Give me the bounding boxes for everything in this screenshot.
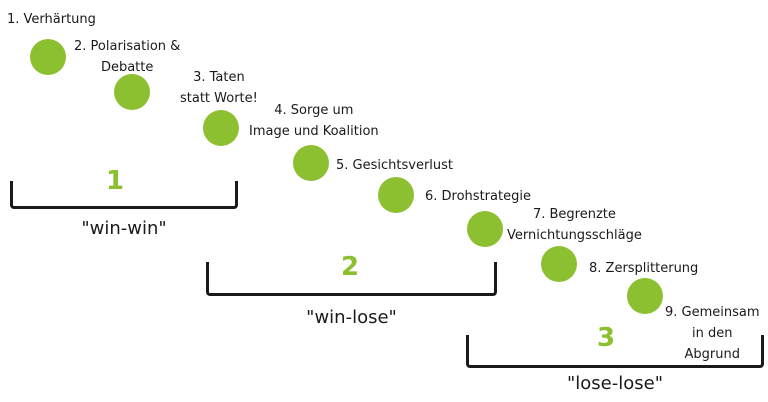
phase-2-number: 2 xyxy=(340,252,360,282)
stage-2-label-text: 2. Polarisation & Debatte xyxy=(74,36,180,78)
stage-8-dot xyxy=(627,278,663,314)
label-line: Abgrund xyxy=(684,347,740,362)
phase-1-bracket xyxy=(10,181,238,209)
stage-1-dot xyxy=(30,39,66,75)
stage-3-label: 3. Taten statt Worte! xyxy=(180,67,258,109)
phase-1-number: 1 xyxy=(105,166,125,196)
stage-2-label: 2. Polarisation & Debatte xyxy=(74,36,180,78)
label-line: Image und Koalition xyxy=(249,124,379,139)
stage-2-dot xyxy=(114,74,150,110)
label-line: 2. Polarisation & xyxy=(74,39,181,54)
stage-4-dot xyxy=(293,145,329,181)
stage-5-dot xyxy=(378,177,414,213)
phase-3-bracket xyxy=(466,335,764,368)
stage-6-label: 6. Drohstrategie xyxy=(425,189,531,204)
phase-2-bracket xyxy=(206,262,497,296)
label-line: in den xyxy=(692,326,733,341)
stage-8-label: 8. Zersplitterung xyxy=(589,261,699,276)
stage-1-label: 1. Verhärtung xyxy=(7,12,96,27)
phase-3-label: "lose-lose" xyxy=(567,373,663,394)
label-line: 4. Sorge um xyxy=(274,103,354,118)
stage-3-label-text: 3. Taten statt Worte! xyxy=(180,67,258,109)
label-line: 3. Taten xyxy=(193,70,245,85)
phase-3-number: 3 xyxy=(596,323,616,353)
label-line: Vernichtungsschläge xyxy=(507,228,642,243)
stage-6-dot xyxy=(467,211,503,247)
stage-5-label: 5. Gesichtsverlust xyxy=(336,158,454,173)
label-line: 7. Begrenzte xyxy=(532,207,616,222)
label-line: Debatte xyxy=(100,60,154,75)
stage-4-label-text: 4. Sorge um Image und Koalition xyxy=(249,100,379,142)
stage-3-dot xyxy=(203,110,239,146)
stage-7-dot xyxy=(541,246,577,282)
phase-1-label: "win-win" xyxy=(81,218,167,239)
label-line: 9. Gemeinsam xyxy=(665,305,760,320)
stage-4-label: 4. Sorge um Image und Koalition xyxy=(249,100,379,142)
label-line: statt Worte! xyxy=(180,91,258,106)
phase-2-label: "win-lose" xyxy=(306,307,397,328)
